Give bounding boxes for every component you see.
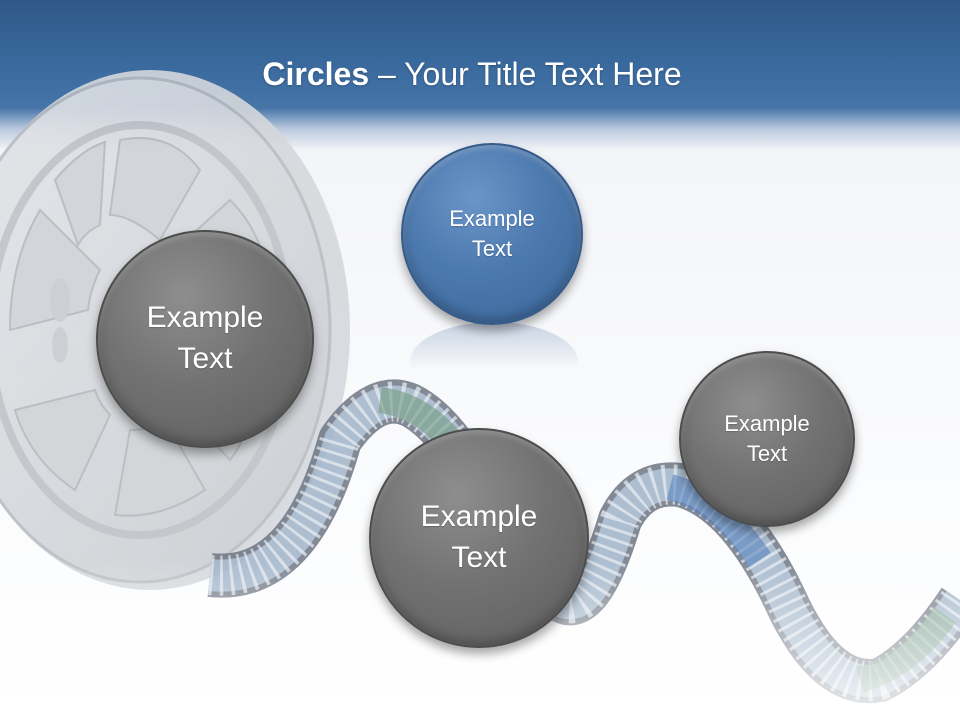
circle-large-left-label: Example Text [146, 301, 264, 375]
circle-top-blue[interactable]: Example Text [401, 143, 583, 325]
circle-right-label: Example Text [724, 411, 810, 466]
circle-large-bottom[interactable]: Example Text [369, 428, 589, 648]
slide-title-bold: Circles [262, 56, 370, 92]
slide-title-rest: – Your Title Text Here [369, 56, 682, 92]
slide-title: Circles – Your Title Text Here [0, 52, 944, 96]
circle-reflection [410, 322, 578, 402]
circle-top-blue-label: Example Text [449, 206, 535, 261]
circle-right[interactable]: Example Text [679, 351, 855, 527]
circle-large-left[interactable]: Example Text [96, 230, 314, 448]
circle-large-bottom-label: Example Text [420, 500, 538, 574]
